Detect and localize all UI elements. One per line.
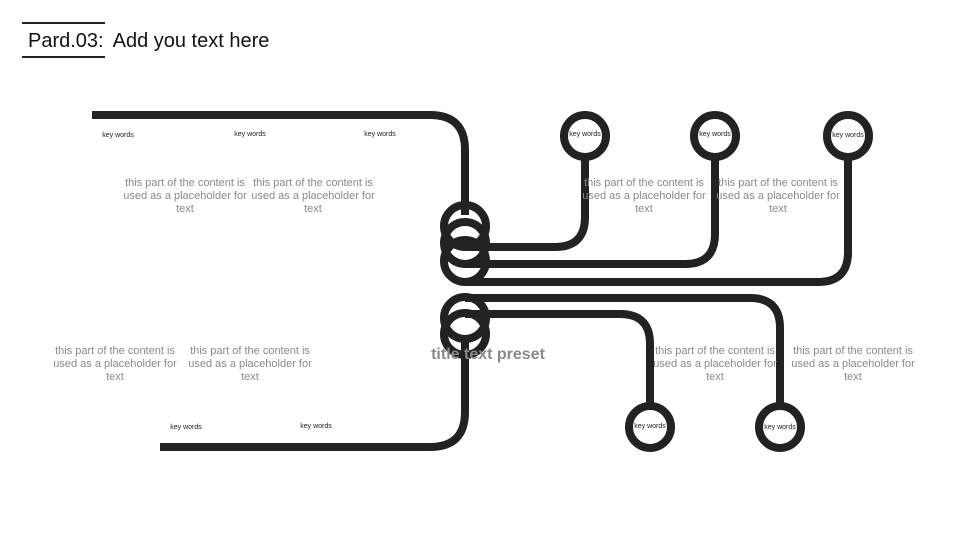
junction-loop: [440, 293, 490, 343]
branch-top-3: [465, 160, 852, 286]
part-label: Pard.03:: [28, 30, 104, 52]
header-rule-bottom: [22, 56, 105, 58]
keyword-label: key words: [102, 132, 134, 139]
keyword-label: key words: [300, 423, 332, 430]
junction-loop: [440, 236, 490, 286]
endpoint-ring: [560, 111, 610, 161]
keyword-label: key words: [699, 131, 731, 138]
header-rule-top: [22, 22, 105, 24]
keyword-label: key words: [634, 423, 666, 430]
branch-top-1: [465, 160, 589, 251]
title-text: Add you text here: [112, 30, 270, 52]
placeholder-text: this part of the content is used as a pl…: [123, 177, 247, 215]
placeholder-text: this part of the content is used as a pl…: [653, 345, 777, 383]
endpoint-ring: [690, 111, 740, 161]
line-top-left: [92, 111, 469, 215]
placeholder-text: this part of the content is used as a pl…: [251, 177, 375, 215]
junction-loop: [440, 309, 490, 359]
placeholder-text: this part of the content is used as a pl…: [716, 177, 840, 215]
keyword-label: key words: [234, 131, 266, 138]
endpoint-ring: [625, 402, 675, 452]
junction-loop: [440, 218, 490, 268]
page-title: Pard.03: Add you text here: [28, 30, 269, 53]
keyword-label: key words: [569, 131, 601, 138]
keyword-label: key words: [170, 424, 202, 431]
placeholder-text: this part of the content is used as a pl…: [582, 177, 706, 215]
keyword-label: key words: [764, 424, 796, 431]
placeholder-text: this part of the content is used as a pl…: [188, 345, 312, 383]
branch-top-2: [465, 160, 719, 268]
placeholder-text: this part of the content is used as a pl…: [53, 345, 177, 383]
junction-loop: [440, 201, 490, 251]
keyword-label: key words: [364, 131, 396, 138]
line-bottom-left: [160, 335, 469, 451]
placeholder-text: this part of the content is used as a pl…: [791, 345, 915, 383]
endpoint-ring: [823, 111, 873, 161]
branch-bottom-2: [465, 310, 654, 404]
keyword-label: key words: [832, 132, 864, 139]
branch-bottom-1: [465, 294, 784, 404]
center-title: title text preset: [431, 346, 545, 363]
endpoint-ring: [755, 402, 805, 452]
